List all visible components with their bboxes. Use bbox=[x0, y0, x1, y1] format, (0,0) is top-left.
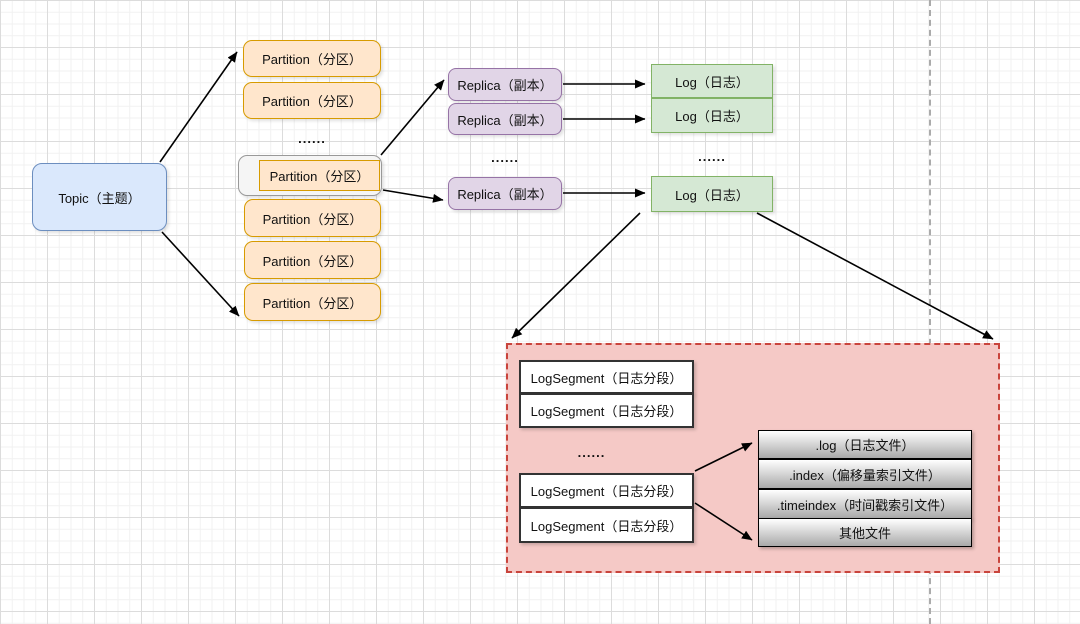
log-segment-node-4: LogSegment（日志分段） bbox=[519, 507, 694, 543]
file-node-index: .index（偏移量索引文件） bbox=[758, 459, 972, 489]
partition-ellipsis: ...... bbox=[298, 130, 326, 146]
log-segment-ellipsis: ...... bbox=[577, 444, 606, 460]
file-node-timeindex: .timeindex（时间戳索引文件） bbox=[758, 489, 972, 519]
arrow-log3-to-group-left bbox=[511, 212, 641, 339]
log-node-2: Log（日志） bbox=[651, 98, 773, 133]
partition-node-2: Partition（分区） bbox=[243, 82, 381, 119]
log-ellipsis: ...... bbox=[698, 148, 726, 164]
arrow-partition-to-replica3 bbox=[382, 189, 444, 203]
partition-node-highlighted: Partition（分区） bbox=[238, 155, 382, 196]
arrow-topic-to-partition1 bbox=[159, 51, 238, 163]
log-segment-node-2: LogSegment（日志分段） bbox=[519, 393, 694, 428]
log-segment-node-3: LogSegment（日志分段） bbox=[519, 473, 694, 508]
arrow-log3-to-group-right bbox=[756, 212, 994, 340]
log-node-1: Log（日志） bbox=[651, 64, 773, 98]
file-node-other: 其他文件 bbox=[758, 518, 972, 547]
replica-node-2: Replica（副本） bbox=[448, 103, 562, 135]
replica-node-3: Replica（副本） bbox=[448, 177, 562, 210]
log-segment-node-1: LogSegment（日志分段） bbox=[519, 360, 694, 394]
partition-node-4: Partition（分区） bbox=[244, 241, 381, 279]
arrow-partition-to-replica1 bbox=[380, 79, 445, 156]
replica-node-1: Replica（副本） bbox=[448, 68, 562, 101]
arrow-topic-to-partition5 bbox=[161, 231, 240, 317]
partition-node-1: Partition（分区） bbox=[243, 40, 381, 77]
file-node-log: .log（日志文件） bbox=[758, 430, 972, 459]
partition-node-3: Partition（分区） bbox=[244, 199, 381, 237]
replica-ellipsis: ...... bbox=[491, 149, 519, 165]
partition-node-5: Partition（分区） bbox=[244, 283, 381, 321]
topic-node: Topic（主题） bbox=[32, 163, 167, 231]
log-node-3: Log（日志） bbox=[651, 176, 773, 212]
partition-node-highlighted-inner: Partition（分区） bbox=[259, 160, 380, 191]
